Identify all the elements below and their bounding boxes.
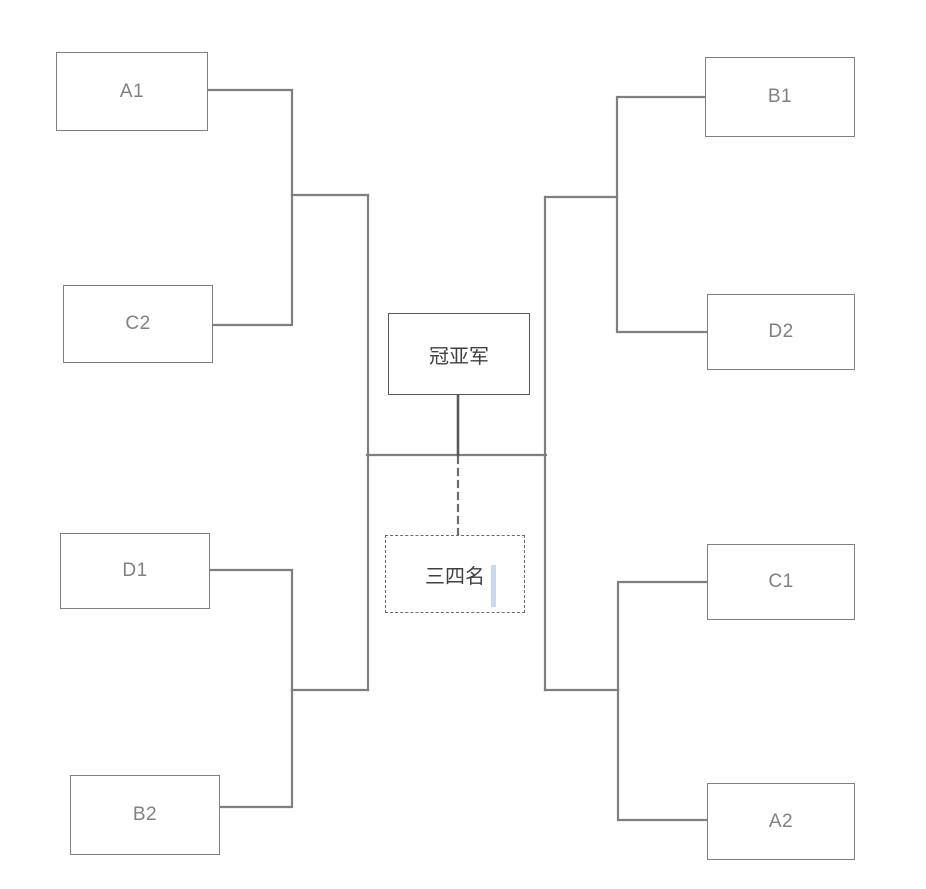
team-label-d2: D2 [768,321,794,342]
connector-d1 [208,568,294,692]
team-label-b2: B2 [132,804,158,825]
team-label-a1: A1 [119,80,145,102]
connector-d2 [615,195,709,334]
text-cursor [491,565,496,607]
third-place-match-label: 三四名 [425,565,485,588]
connector-a2 [616,688,709,822]
team-box-d1[interactable]: D1 [60,533,210,609]
team-label-a2: A2 [768,810,794,832]
team-label-b1: B1 [767,86,793,107]
team-box-c1[interactable]: C1 [707,544,855,620]
connector-c2 [211,193,294,327]
final-match-box[interactable]: 冠亚军 [388,313,530,395]
connector-b2 [218,688,294,809]
connector-c1 [616,580,709,692]
team-box-c2[interactable]: C2 [63,285,213,363]
team-label-c1: C1 [768,571,794,592]
team-box-b1[interactable]: B1 [705,57,855,137]
team-box-a2[interactable]: A2 [707,783,855,860]
connector-b1 [615,95,707,199]
team-box-a1[interactable]: A1 [56,52,208,131]
final-match-label: 冠亚军 [429,345,489,368]
team-label-d1: D1 [122,560,148,581]
team-label-c2: C2 [125,313,151,334]
third-place-match-box[interactable]: 三四名 [385,535,525,613]
connector-a1 [206,88,294,197]
team-box-d2[interactable]: D2 [707,294,855,370]
team-box-b2[interactable]: B2 [70,775,220,855]
